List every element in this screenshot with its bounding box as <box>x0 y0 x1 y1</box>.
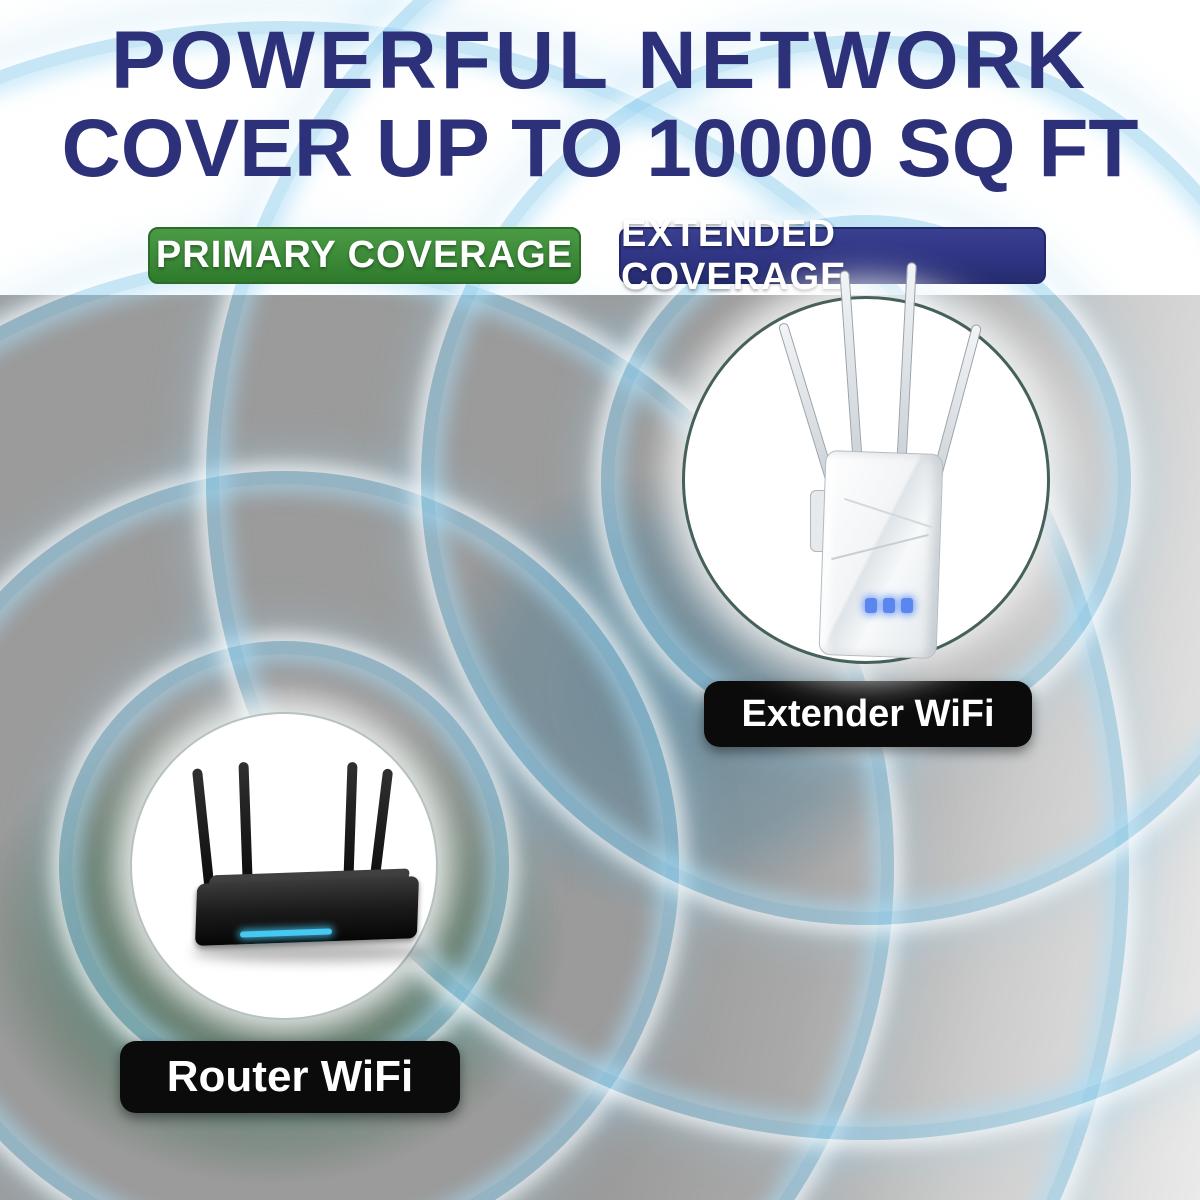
extender-label-text: Extender WiFi <box>741 692 995 735</box>
extender-label: Extender WiFi <box>704 681 1032 747</box>
router-label-text: Router WiFi <box>166 1052 414 1101</box>
router-label: Router WiFi <box>120 1041 460 1113</box>
